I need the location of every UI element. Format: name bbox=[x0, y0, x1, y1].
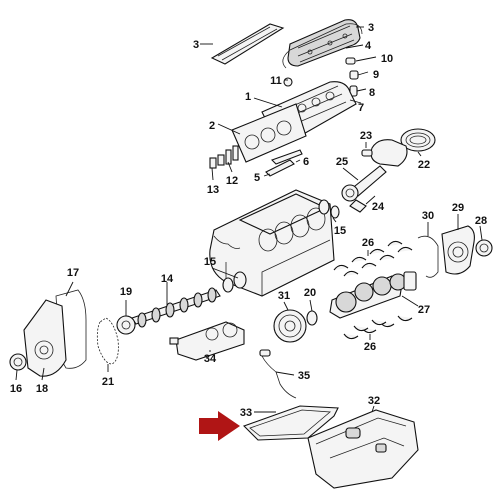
callout-32: 32 bbox=[368, 395, 380, 407]
valve-cover-gasket-4 bbox=[282, 23, 363, 69]
rear-main-seal bbox=[475, 239, 493, 257]
harmonic-balancer bbox=[273, 309, 307, 343]
callout-20: 20 bbox=[304, 287, 316, 299]
timing-chain bbox=[96, 317, 119, 365]
callout-29: 29 bbox=[452, 202, 464, 214]
callout-33: 33 bbox=[240, 407, 252, 419]
rocker-arms bbox=[265, 149, 303, 177]
callout-23: 23 bbox=[360, 130, 372, 142]
callout-35: 35 bbox=[298, 370, 310, 382]
oil-pan bbox=[307, 409, 419, 489]
leader-lines bbox=[15, 26, 483, 413]
crankshaft bbox=[329, 271, 417, 319]
callout-5: 5 bbox=[254, 172, 260, 184]
main-bearings-upper bbox=[333, 240, 413, 277]
callout-26-lower: 26 bbox=[364, 341, 376, 353]
pcv-parts bbox=[283, 57, 359, 104]
main-bearings-lower bbox=[343, 315, 413, 340]
rear-main-seal-housing bbox=[441, 225, 475, 275]
callout-19: 19 bbox=[120, 286, 132, 298]
callout-9: 9 bbox=[373, 69, 379, 81]
callout-6: 6 bbox=[303, 156, 309, 168]
head-gasket bbox=[231, 103, 307, 163]
callout-3-left: 3 bbox=[193, 39, 199, 51]
balancer-seal bbox=[306, 310, 318, 326]
valve-cover-right bbox=[287, 19, 361, 67]
front-cover-gasket bbox=[55, 289, 87, 369]
callout-4: 4 bbox=[365, 40, 372, 52]
callout-15-lower: 15 bbox=[204, 256, 216, 268]
callout-7: 7 bbox=[358, 102, 364, 114]
callout-14: 14 bbox=[161, 273, 174, 285]
callout-24: 24 bbox=[372, 201, 385, 213]
oil-pump bbox=[169, 321, 245, 361]
callout-10: 10 bbox=[381, 53, 393, 65]
callout-13: 13 bbox=[207, 184, 219, 196]
cam-seals bbox=[222, 199, 340, 293]
callout-25: 25 bbox=[336, 156, 348, 168]
callout-30: 30 bbox=[422, 210, 434, 222]
callout-31: 31 bbox=[278, 290, 290, 302]
valve-cover-gasket-left bbox=[210, 23, 285, 65]
connecting-rod bbox=[341, 165, 387, 213]
front-cover bbox=[23, 299, 67, 377]
callout-8: 8 bbox=[369, 87, 375, 99]
highlight-arrow bbox=[199, 411, 240, 441]
front-crank-seal bbox=[9, 353, 27, 371]
callout-28: 28 bbox=[475, 215, 487, 227]
callout-17: 17 bbox=[67, 267, 79, 279]
callout-16: 16 bbox=[10, 383, 22, 395]
lifter-guides bbox=[209, 145, 239, 169]
callout-11: 11 bbox=[270, 75, 282, 87]
piston-rings bbox=[400, 128, 436, 152]
callout-1: 1 bbox=[245, 91, 251, 103]
callout-26-upper: 26 bbox=[362, 237, 374, 249]
callout-12: 12 bbox=[226, 175, 238, 187]
camshaft bbox=[131, 287, 221, 328]
engine-block bbox=[209, 189, 335, 297]
rear-cover-gasket bbox=[417, 235, 439, 278]
callout-21: 21 bbox=[102, 376, 114, 388]
callout-3-right: 3 bbox=[368, 22, 374, 34]
callout-18: 18 bbox=[36, 383, 48, 395]
callout-22: 22 bbox=[418, 159, 430, 171]
piston bbox=[361, 139, 408, 167]
callout-labels: 1 2 3 3 4 5 6 7 8 9 10 11 12 13 14 15 15… bbox=[10, 22, 487, 419]
oil-pickup-tube bbox=[259, 349, 297, 399]
callout-15-upper: 15 bbox=[334, 225, 346, 237]
callout-2: 2 bbox=[209, 120, 215, 132]
callout-34: 34 bbox=[204, 353, 217, 365]
cam-sprocket bbox=[116, 315, 136, 335]
oil-pan-gasket bbox=[242, 405, 339, 441]
callout-27: 27 bbox=[418, 304, 430, 316]
